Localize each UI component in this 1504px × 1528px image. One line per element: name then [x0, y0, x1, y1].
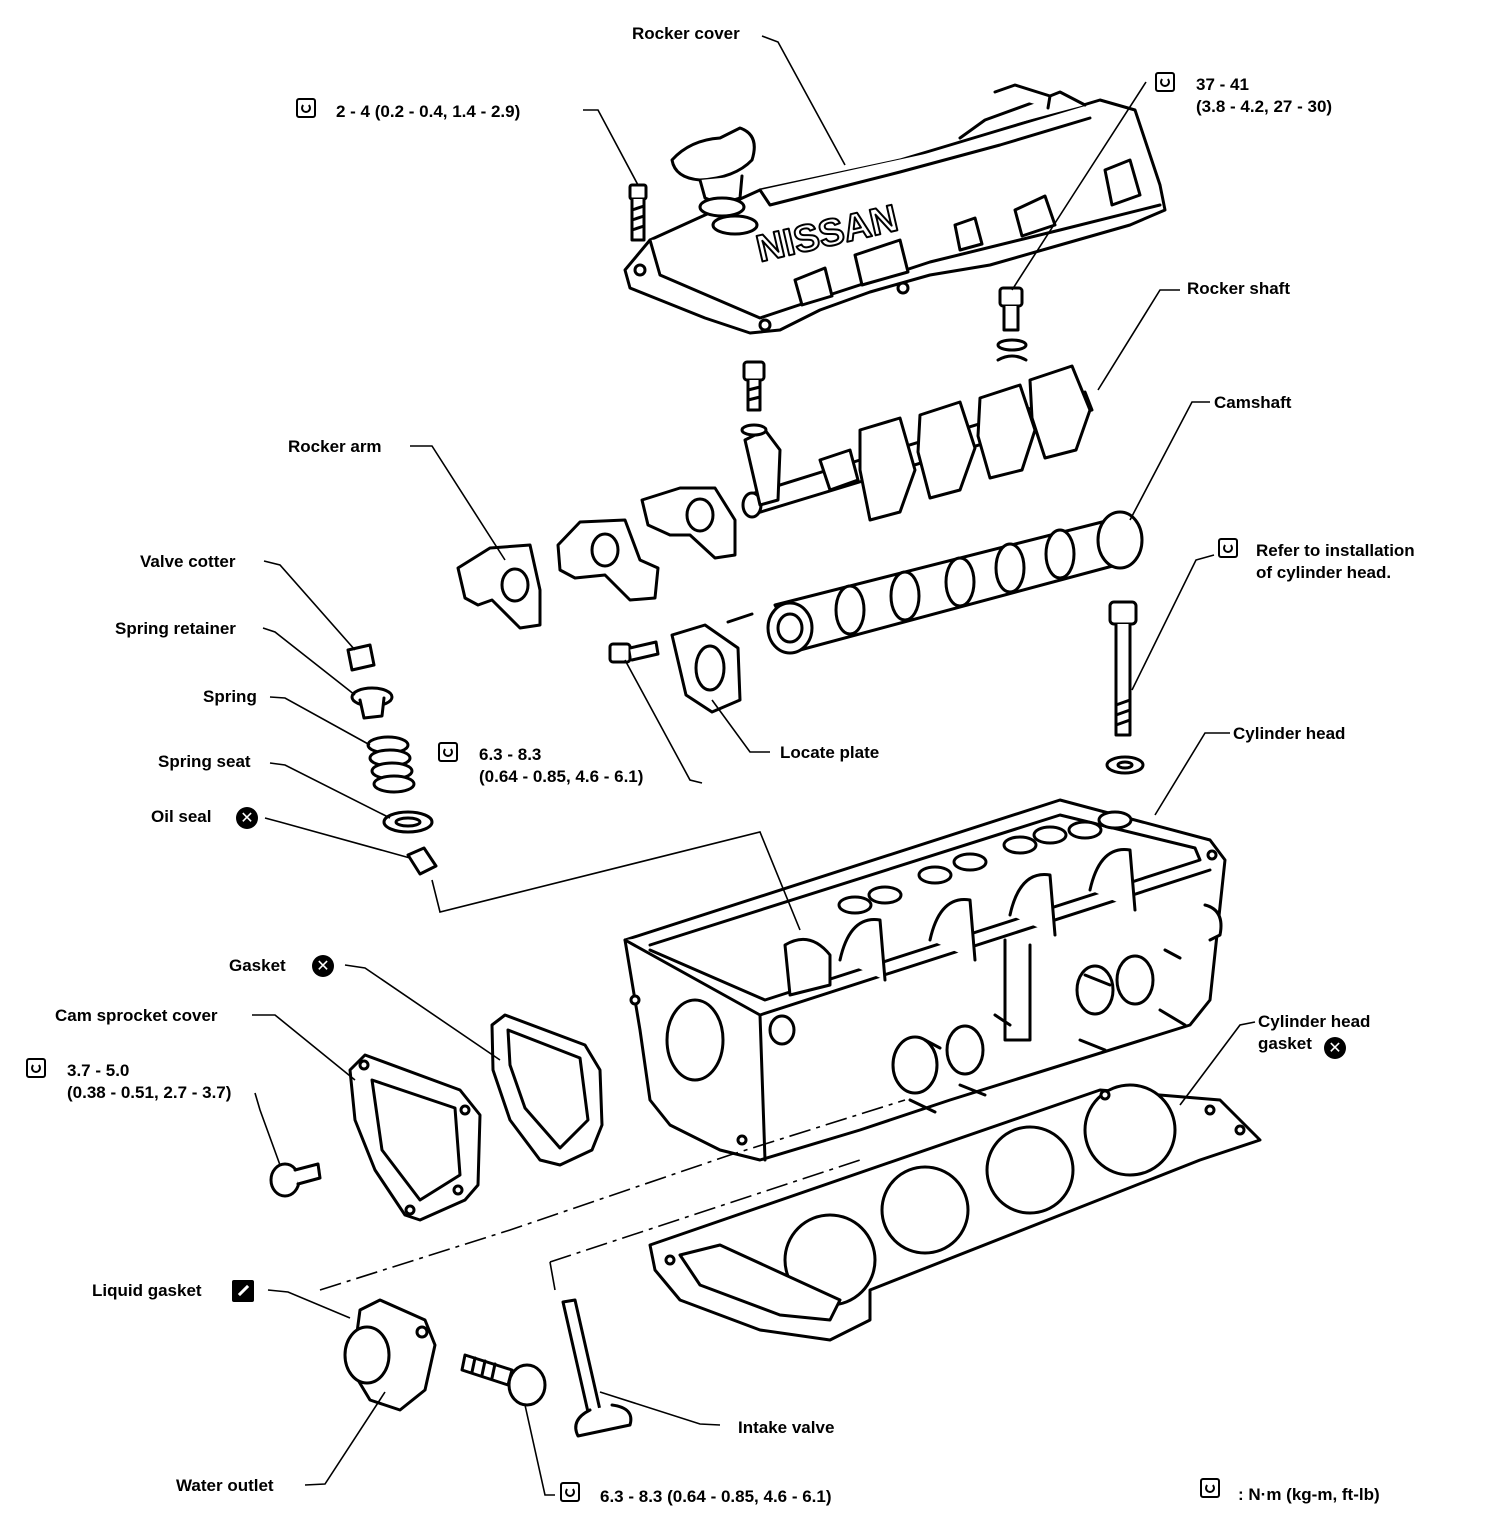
- leader-lines: [252, 35, 1256, 1496]
- locate-plate-bolt: [608, 640, 660, 664]
- rocker-shaft-label: Rocker shaft: [1187, 279, 1290, 298]
- label-line-2: gasket: [1258, 1034, 1312, 1054]
- camshaft-label: Camshaft: [1214, 393, 1292, 412]
- torque-line-2: (3.8 - 4.2, 27 - 30): [1196, 97, 1333, 117]
- rocker-cover-label: Rocker cover: [632, 24, 740, 43]
- valve-cotter-label: Valve cotter: [140, 552, 236, 571]
- torque-wrench-icon: [560, 1482, 580, 1502]
- torque-wrench-icon: [1155, 72, 1175, 92]
- liquid-gasket-label: Liquid gasket: [92, 1281, 202, 1300]
- torque-wrench-icon: [1218, 538, 1238, 558]
- rocker-arm-2: [556, 518, 660, 602]
- rocker-shaft: [741, 364, 1094, 522]
- cam-sprocket-cover-label: Cam sprocket cover: [55, 1006, 218, 1025]
- spring-retainer-label: Spring retainer: [115, 619, 236, 638]
- cylinder-head-bolt: [1105, 600, 1145, 775]
- rocker-cover: [623, 83, 1167, 335]
- rocker-shaft-bolt: [996, 286, 1028, 362]
- cylinder-head-gasket: [648, 1083, 1262, 1342]
- torque-wrench-icon: [296, 98, 316, 118]
- cylinder-head-gasket-label: Cylinder head gasket: [1258, 1011, 1370, 1055]
- camshaft: [766, 510, 1144, 655]
- x-circle-icon: ✕: [312, 955, 334, 977]
- intake-valve: [561, 1298, 633, 1438]
- valve-cotter: [346, 643, 376, 672]
- oil-seal: [406, 846, 438, 876]
- torque-line-2: (0.38 - 0.51, 2.7 - 3.7): [67, 1083, 232, 1103]
- units-legend: : N·m (kg-m, ft-lb): [1238, 1485, 1380, 1504]
- rocker-cover-bolt-torque: 2 - 4 (0.2 - 0.4, 1.4 - 2.9): [336, 102, 521, 121]
- rocker-shaft-bolt-2: [740, 360, 768, 437]
- spring-seat: [382, 810, 434, 834]
- cam-cover-gasket: [490, 1013, 604, 1167]
- torque-line-1: 6.3 - 8.3: [479, 745, 542, 764]
- cam-sprocket-cover: [348, 1053, 482, 1222]
- rocker-arm-1: [456, 543, 542, 630]
- intake-valve-label: Intake valve: [738, 1418, 835, 1437]
- oil-filler-cap: [670, 126, 759, 236]
- refer-installation-note: Refer to installation of cylinder head.: [1256, 540, 1415, 584]
- spring-label: Spring: [203, 687, 257, 706]
- liquid-gasket-icon: [232, 1280, 254, 1302]
- cylinder-head-label: Cylinder head: [1233, 724, 1346, 743]
- spring: [366, 735, 416, 794]
- rocker-cover-bolt: [628, 183, 648, 242]
- torque-wrench-icon: [438, 742, 458, 762]
- gasket-label: Gasket: [229, 956, 286, 975]
- sprocket-cover-bolt: [269, 1162, 322, 1198]
- cylinder-head: [623, 798, 1227, 1162]
- water-outlet-bolt: [460, 1353, 547, 1407]
- rocker-shaft-bolt-torque: 37 - 41 (3.8 - 4.2, 27 - 30): [1196, 74, 1332, 118]
- water-outlet-bolt-torque: 6.3 - 8.3 (0.64 - 0.85, 4.6 - 6.1): [600, 1487, 832, 1506]
- locate-plate: [670, 612, 754, 714]
- torque-line-1: 37 - 41: [1196, 75, 1249, 94]
- x-circle-icon: ✕: [1324, 1037, 1346, 1059]
- rocker-arm-3: [640, 486, 737, 560]
- spring-retainer: [350, 686, 394, 720]
- locate-plate-bolt-torque: 6.3 - 8.3 (0.64 - 0.85, 4.6 - 6.1): [479, 744, 643, 788]
- note-line-1: Refer to installation: [1256, 541, 1415, 560]
- water-outlet: [343, 1298, 437, 1412]
- oil-seal-label: Oil seal: [151, 807, 212, 826]
- torque-line-2: (0.64 - 0.85, 4.6 - 6.1): [479, 767, 644, 787]
- x-circle-icon: ✕: [236, 807, 258, 829]
- water-outlet-label: Water outlet: [176, 1476, 274, 1495]
- label-line-1: Cylinder head: [1258, 1012, 1371, 1031]
- sprocket-cover-bolt-torque: 3.7 - 5.0 (0.38 - 0.51, 2.7 - 3.7): [67, 1060, 231, 1104]
- torque-line-1: 3.7 - 5.0: [67, 1061, 130, 1080]
- note-line-2: of cylinder head.: [1256, 563, 1392, 583]
- spring-seat-label: Spring seat: [158, 752, 251, 771]
- locate-plate-label: Locate plate: [780, 743, 880, 762]
- torque-wrench-icon: [1200, 1478, 1220, 1498]
- rocker-arm-label: Rocker arm: [288, 437, 382, 456]
- torque-wrench-icon: [26, 1058, 46, 1078]
